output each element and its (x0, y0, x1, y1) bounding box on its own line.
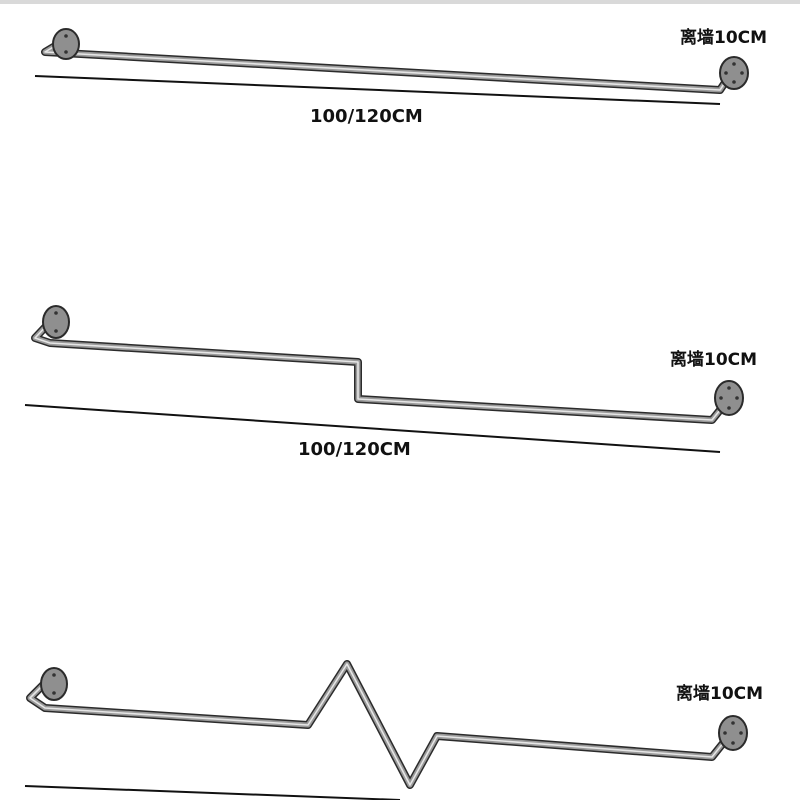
rack-zigzag: 离墙10CM (24, 660, 763, 800)
wall-offset-label: 离墙10CM (670, 349, 757, 370)
wall-offset-label: 离墙10CM (680, 27, 767, 48)
left-wall-flange (52, 28, 80, 60)
right-wall-flange (719, 56, 749, 90)
length-label: 100/120CM (298, 439, 411, 460)
length-dimension-line (24, 404, 721, 453)
left-wall-flange (40, 667, 68, 701)
right-wall-flange (714, 380, 744, 416)
rack-single-step: 离墙10CM 100/120CM (24, 305, 757, 460)
length-dimension-line (34, 75, 721, 105)
length-dimension-line (24, 785, 401, 800)
wall-offset-label: 离墙10CM (676, 683, 763, 704)
right-wall-flange (718, 715, 748, 751)
rack-zigzag-pipe (26, 660, 728, 789)
rack-straight: 离墙10CM 100/120CM (34, 27, 767, 127)
length-label: 100/120CM (310, 106, 423, 127)
rack-straight-pipe (41, 39, 732, 94)
left-wall-flange (42, 305, 70, 339)
rack-single-step-pipe (31, 318, 728, 424)
top-edge-rule (0, 0, 800, 4)
